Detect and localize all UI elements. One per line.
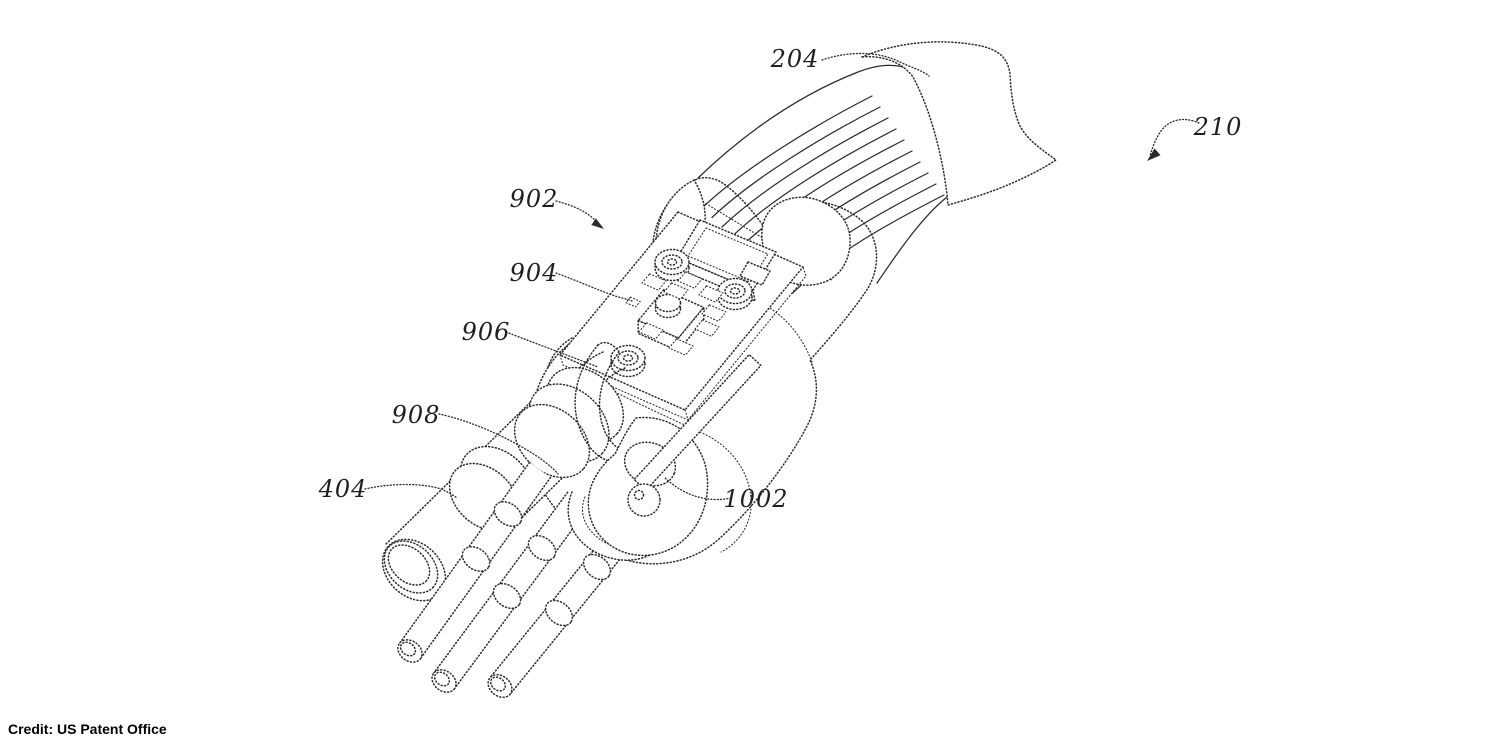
tube-pin	[431, 491, 590, 693]
cable-sheath	[861, 41, 1057, 206]
leader-line-902	[555, 200, 597, 222]
credit-text: Credit: US Patent Office	[8, 721, 167, 737]
leader-line-908	[438, 413, 559, 475]
arrowhead-902	[591, 218, 604, 229]
leader-line-906	[505, 331, 599, 368]
barrel-open-end	[381, 538, 447, 602]
toroid-component	[610, 344, 646, 378]
hook-clip	[587, 353, 762, 557]
leader-line-904	[555, 272, 633, 302]
ref-label-908: 908	[392, 401, 441, 429]
ref-label-404: 404	[318, 475, 368, 503]
leader-line-210	[1149, 118, 1200, 157]
ref-label-210: 210	[1193, 113, 1243, 141]
smd-pads	[625, 271, 727, 356]
tube-pin	[397, 461, 552, 663]
annotations: 204 210 902 904 906 908 404 1002	[318, 45, 1243, 513]
ref-label-1002: 1002	[723, 485, 788, 513]
ref-label-904: 904	[510, 259, 559, 287]
leader-line-1002	[663, 476, 732, 501]
arrowhead-210	[1147, 148, 1161, 161]
leader-line-204	[821, 52, 930, 77]
ref-label-902: 902	[510, 185, 559, 213]
ref-label-204: 204	[770, 45, 820, 73]
toroid-component	[654, 248, 690, 282]
ref-label-906: 906	[462, 318, 511, 346]
toroid-component	[717, 277, 753, 311]
leader-line-404	[364, 483, 458, 499]
